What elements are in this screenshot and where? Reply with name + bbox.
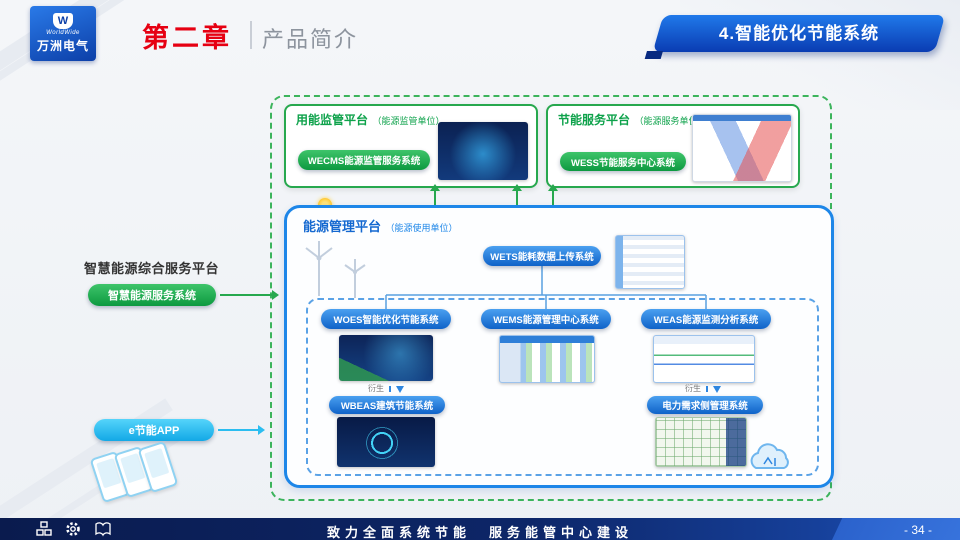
company-logo: W WorldWide 万洲电气: [30, 6, 96, 61]
derive-indicator: 衍生: [339, 383, 433, 394]
derive-arrow-icon: [396, 386, 404, 393]
book-icon: [95, 522, 111, 537]
derive-indicator: 衍生: [653, 383, 753, 394]
page-title: 产品简介: [262, 27, 359, 52]
energy-platform-title: 能源管理平台 （能源使用单位）: [303, 219, 458, 234]
derive-arrow-icon: [389, 385, 391, 392]
woes-screenshot: [339, 335, 433, 381]
wess-system-button[interactable]: WESS节能服务中心系统: [560, 152, 686, 171]
topic-badge: 4.智能优化节能系统: [652, 15, 946, 52]
smart-energy-service-button[interactable]: 智慧能源服务系统: [88, 284, 216, 306]
derive-label: 衍生: [685, 384, 701, 393]
energy-platform-box: 能源管理平台 （能源使用单位） WETS能耗数据上传系统 WOES智能优化节能系…: [284, 205, 834, 488]
wecms-screenshot: [438, 122, 528, 180]
wbeas-screenshot: [337, 417, 435, 467]
gear-icon: [66, 522, 80, 536]
blocks-icon: [36, 521, 52, 536]
title-divider: [250, 21, 252, 49]
mobile-phones-icon: [89, 440, 216, 504]
weas-system-button[interactable]: WEAS能源监测分析系统: [641, 309, 771, 329]
footer-icons: [36, 521, 112, 537]
footer-bar: [0, 518, 960, 540]
topic-badge-label: 4.智能优化节能系统: [718, 24, 880, 43]
left-platform-title: 智慧能源综合服务平台: [84, 261, 220, 276]
wind-turbine-icon: [305, 241, 366, 298]
derive-arrow-icon: [713, 386, 721, 393]
systems-dashed-group: [306, 298, 819, 476]
supervision-platform-box: 用能监管平台 （能源监管单位） WECMS能源监管服务系统: [284, 104, 538, 188]
arrow-up-to-service: [548, 184, 558, 205]
arrow-up-to-supervision: [430, 184, 440, 205]
wems-screenshot: [499, 335, 595, 383]
arrow-up-to-supervision: [512, 184, 522, 205]
footer-slogan: 致力全面系统节能 服务能管中心建设: [326, 525, 633, 540]
dsm-screenshot: [655, 417, 747, 467]
supervision-platform-title: 用能监管平台 （能源监管单位）: [296, 113, 445, 127]
weas-screenshot: [653, 335, 755, 383]
service-platform-box: 节能服务平台 （能源服务单位） WESS节能服务中心系统: [546, 104, 800, 188]
wecms-system-button[interactable]: WECMS能源监管服务系统: [298, 150, 430, 170]
wems-system-button[interactable]: WEMS能源管理中心系统: [481, 309, 611, 329]
woes-system-button[interactable]: WOES智能优化节能系统: [321, 309, 451, 329]
logo-shield-icon: W: [53, 13, 73, 29]
chapter-title: 第二章: [142, 23, 232, 53]
derive-label: 衍生: [368, 384, 384, 393]
wets-screenshot: [615, 235, 685, 289]
cloud-icon: [750, 443, 789, 469]
derive-arrow-icon: [706, 385, 708, 392]
enode-app-button[interactable]: e节能APP: [94, 419, 214, 441]
wets-system-button[interactable]: WETS能耗数据上传系统: [483, 246, 601, 266]
logo-brand-cn: 万洲电气: [36, 39, 89, 53]
wess-screenshot: [692, 114, 792, 182]
arrow-right-from-app: [218, 425, 265, 435]
wbeas-system-button[interactable]: WBEAS建筑节能系统: [329, 396, 445, 414]
page-number: - 34 -: [903, 523, 932, 537]
service-platform-title: 节能服务平台 （能源服务单位）: [558, 113, 707, 127]
arrow-right-to-platform: [220, 290, 279, 300]
logo-brand-en: WorldWide: [46, 30, 80, 36]
dsm-system-button[interactable]: 电力需求侧管理系统: [647, 396, 763, 414]
